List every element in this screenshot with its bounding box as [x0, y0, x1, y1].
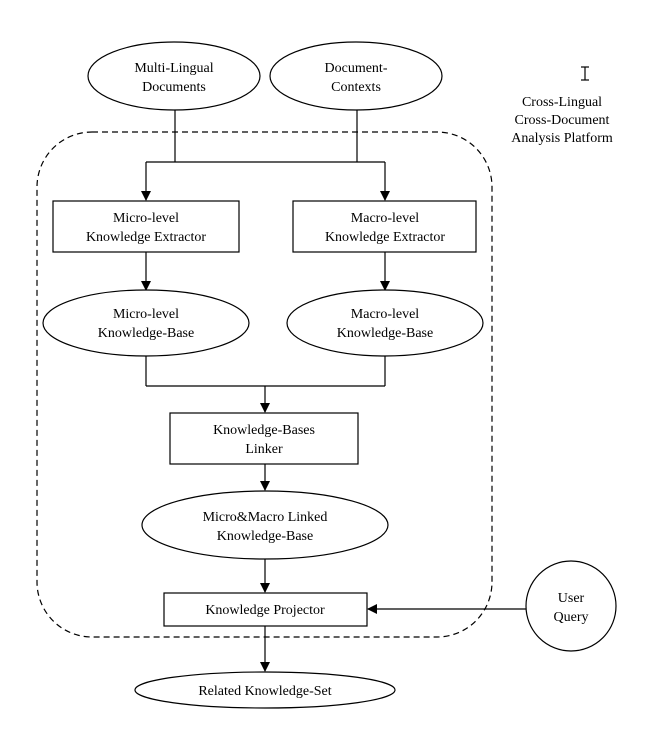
micro-extractor-node: Micro-level Knowledge Extractor [52, 200, 240, 253]
user-query-line1: User [558, 591, 585, 606]
micro-extractor-line1: Micro-level [113, 211, 179, 226]
user-query-line2: Query [554, 610, 589, 625]
document-contexts-line2: Contexts [331, 80, 381, 95]
projector-node: Knowledge Projector [163, 592, 368, 627]
linked-kb-line1: Micro&Macro Linked [203, 510, 328, 525]
platform-title-line2: Cross-Document [515, 113, 610, 128]
multi-lingual-documents-line2: Documents [142, 80, 206, 95]
linked-kb-line2: Knowledge-Base [217, 529, 313, 544]
kb-linker-line1: Knowledge-Bases [213, 423, 315, 438]
linked-kb-node: Micro&Macro Linked Knowledge-Base [141, 490, 389, 560]
platform-title-line1: Cross-Lingual [522, 95, 602, 110]
macro-kb-line1: Macro-level [351, 307, 420, 322]
document-contexts-node: Document- Contexts [269, 41, 443, 111]
kb-linker-line2: Linker [245, 442, 283, 457]
macro-extractor-line1: Macro-level [351, 211, 420, 226]
text-cursor-icon [581, 66, 589, 81]
macro-extractor-node: Macro-level Knowledge Extractor [292, 200, 477, 253]
micro-kb-line1: Micro-level [113, 307, 179, 322]
macro-kb-node: Macro-level Knowledge-Base [286, 289, 484, 357]
projector-label: Knowledge Projector [205, 603, 325, 618]
multi-lingual-documents-line1: Multi-Lingual [134, 61, 213, 76]
connectors [141, 110, 526, 672]
multi-lingual-documents-node: Multi-Lingual Documents [87, 41, 261, 111]
micro-kb-line2: Knowledge-Base [98, 326, 194, 341]
macro-extractor-line2: Knowledge Extractor [325, 230, 445, 245]
related-set-label: Related Knowledge-Set [198, 684, 331, 699]
kb-linker-node: Knowledge-Bases Linker [169, 412, 359, 465]
macro-kb-line2: Knowledge-Base [337, 326, 433, 341]
platform-title-line3: Analysis Platform [511, 131, 613, 146]
related-set-node: Related Knowledge-Set [134, 671, 396, 709]
platform-title: Cross-Lingual Cross-Document Analysis Pl… [511, 95, 613, 146]
document-contexts-line1: Document- [325, 61, 388, 76]
user-query-node: User Query [525, 560, 617, 652]
micro-extractor-line2: Knowledge Extractor [86, 230, 206, 245]
micro-kb-node: Micro-level Knowledge-Base [42, 289, 250, 357]
